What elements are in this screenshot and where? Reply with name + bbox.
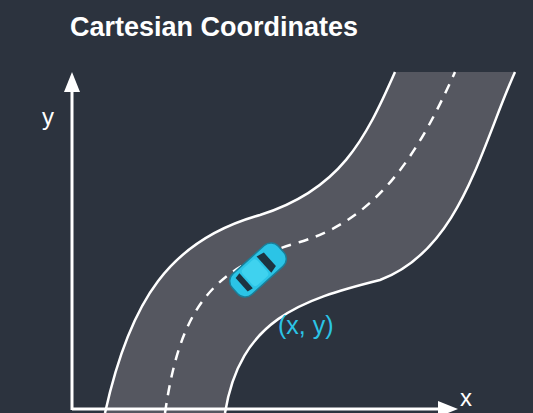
lane-line bbox=[165, 72, 455, 413]
road-edge bbox=[105, 72, 395, 413]
axis-label: x bbox=[460, 386, 472, 410]
road-surface bbox=[105, 72, 515, 413]
axis-label: y bbox=[42, 105, 54, 129]
road-edge bbox=[225, 72, 515, 413]
axis-arrowhead bbox=[64, 72, 80, 92]
x-axis bbox=[72, 408, 445, 411]
y-axis bbox=[71, 84, 74, 410]
coordinate-label: (x, y) bbox=[278, 313, 334, 338]
car bbox=[226, 239, 291, 301]
diagram-title: Cartesian Coordinates bbox=[70, 14, 358, 41]
axis-arrowhead bbox=[438, 401, 458, 413]
